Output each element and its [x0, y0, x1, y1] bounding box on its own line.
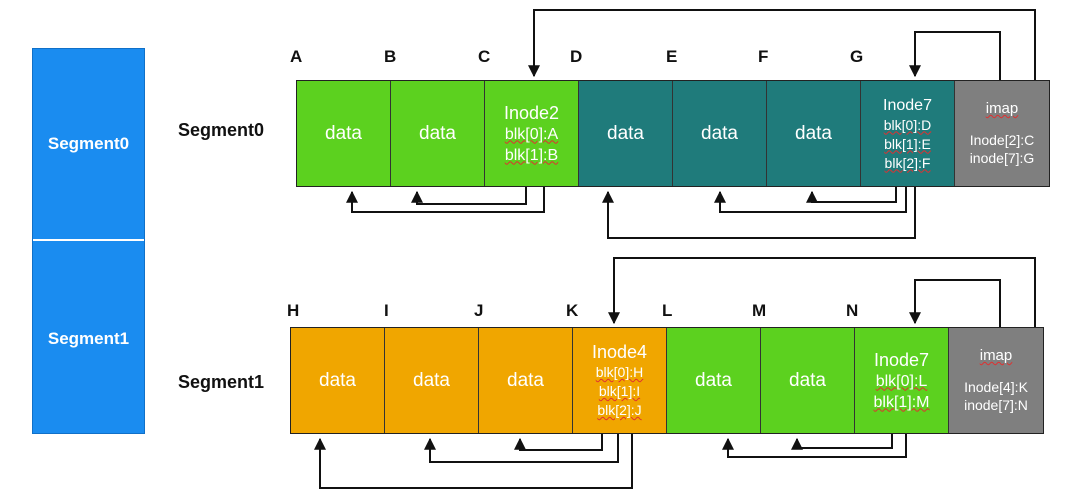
segment0-data-block-E: data — [673, 81, 767, 186]
inode4-blk0: blk[0]:H — [595, 364, 644, 380]
inode7-blk0: blk[0]:D — [883, 116, 932, 133]
segment1-data-block-M: data — [761, 328, 855, 433]
imap-title: imap — [979, 347, 1013, 364]
block-letter-M: M — [752, 301, 767, 320]
arrow-inode4-to-I — [424, 434, 619, 463]
segment1-data-block-H: data — [291, 328, 385, 433]
segment1-data-block-I: data — [385, 328, 479, 433]
sidebar-segment0: Segment0 — [33, 49, 144, 239]
imap-title: imap — [985, 100, 1019, 117]
block-letter-L: L — [662, 301, 673, 320]
arrow-inode7-to-D — [602, 187, 916, 239]
imap-entry-inode7: inode[7]:G — [969, 150, 1035, 166]
arrow-inode2-to-B — [411, 187, 527, 205]
data-label: data — [795, 122, 832, 144]
block-letter-G: G — [850, 47, 864, 66]
segment-sidebar: Segment0 Segment1 — [32, 48, 145, 434]
imap-entry-inode7: inode[7]:N — [964, 397, 1028, 413]
inode7-title: Inode7 — [883, 96, 932, 114]
data-label: data — [507, 369, 544, 391]
block-letter-N: N — [846, 301, 859, 320]
data-label: data — [789, 369, 826, 391]
segment1-blocks: data data data Inode4 blk[0]:H blk[1]:I … — [290, 327, 1044, 434]
segment1-data-block-J: data — [479, 328, 573, 433]
data-label: data — [607, 122, 644, 144]
arrow-inode7-to-F — [806, 187, 897, 203]
inode7-blk0: blk[0]:L — [875, 372, 928, 390]
block-letter-J: J — [474, 301, 484, 320]
inode7-blk2: blk[2]:F — [884, 154, 931, 171]
arrow-inode2-to-A — [346, 187, 545, 213]
arrow-inode7-to-M — [791, 434, 893, 450]
arrow-inode7-to-E — [714, 187, 907, 213]
block-letter-D: D — [570, 47, 583, 66]
block-letter-B: B — [384, 47, 397, 66]
inode4-blk2: blk[2]:J — [597, 402, 642, 418]
sidebar-segment1-label: Segment1 — [47, 329, 130, 348]
imap-entry-inode2: Inode[2]:C — [969, 132, 1035, 148]
sidebar-divider — [33, 239, 144, 241]
inode2-block: Inode2 blk[0]:A blk[1]:B — [485, 81, 579, 186]
segment0-data-block-B: data — [391, 81, 485, 186]
data-label: data — [701, 122, 738, 144]
data-label: data — [413, 369, 450, 391]
segment1-label: Segment1 — [178, 372, 265, 392]
inode2-blk0: blk[0]:A — [504, 125, 559, 143]
segment0-data-block-D: data — [579, 81, 673, 186]
imap-block-seg0: imap Inode[2]:C inode[7]:G — [955, 81, 1049, 186]
inode7-title: Inode7 — [873, 349, 930, 370]
data-label: data — [319, 369, 356, 391]
arrow-inode4-to-H — [314, 434, 633, 489]
arrow-imap-to-inode7 — [909, 31, 1001, 80]
imap-block-seg1: imap Inode[4]:K inode[7]:N — [949, 328, 1043, 433]
block-letter-F: F — [758, 47, 769, 66]
arrow-imap-to-inode2 — [528, 9, 1036, 80]
arrow-inode4-to-J — [514, 434, 603, 451]
data-label: data — [419, 122, 456, 144]
arrow-imap-to-inode4 — [608, 257, 1036, 327]
inode4-blk1: blk[1]:I — [598, 383, 641, 399]
data-label: data — [325, 122, 362, 144]
segment0-data-block-F: data — [767, 81, 861, 186]
imap-entry-inode4: Inode[4]:K — [964, 379, 1028, 395]
sidebar-segment0-label: Segment0 — [47, 134, 130, 153]
inode4-title: Inode4 — [591, 342, 648, 362]
block-letter-I: I — [384, 301, 389, 320]
block-letter-A: A — [290, 47, 303, 66]
inode2-blk1: blk[1]:B — [504, 146, 559, 164]
block-letter-E: E — [666, 47, 678, 66]
data-label: data — [695, 369, 732, 391]
block-letter-H: H — [287, 301, 300, 320]
segment1-data-block-L: data — [667, 328, 761, 433]
inode4-block: Inode4 blk[0]:H blk[1]:I blk[2]:J — [573, 328, 667, 433]
inode7-block-seg0: Inode7 blk[0]:D blk[1]:E blk[2]:F — [861, 81, 955, 186]
segment0-label: Segment0 — [178, 120, 265, 140]
block-letter-C: C — [478, 47, 491, 66]
arrow-inode7-to-L — [722, 434, 907, 458]
sidebar-segment1: Segment1 — [33, 241, 144, 435]
inode7-blk1: blk[1]:M — [873, 393, 930, 411]
block-letter-K: K — [566, 301, 579, 320]
segment0-blocks: data data Inode2 blk[0]:A blk[1]:B data … — [296, 80, 1050, 187]
inode7-blk1: blk[1]:E — [884, 135, 931, 152]
segment0-data-block-A: data — [297, 81, 391, 186]
inode7-block-seg1: Inode7 blk[0]:L blk[1]:M — [855, 328, 949, 433]
arrow-imap-to-inode7-seg1 — [909, 279, 1001, 327]
inode2-title: Inode2 — [503, 102, 560, 123]
